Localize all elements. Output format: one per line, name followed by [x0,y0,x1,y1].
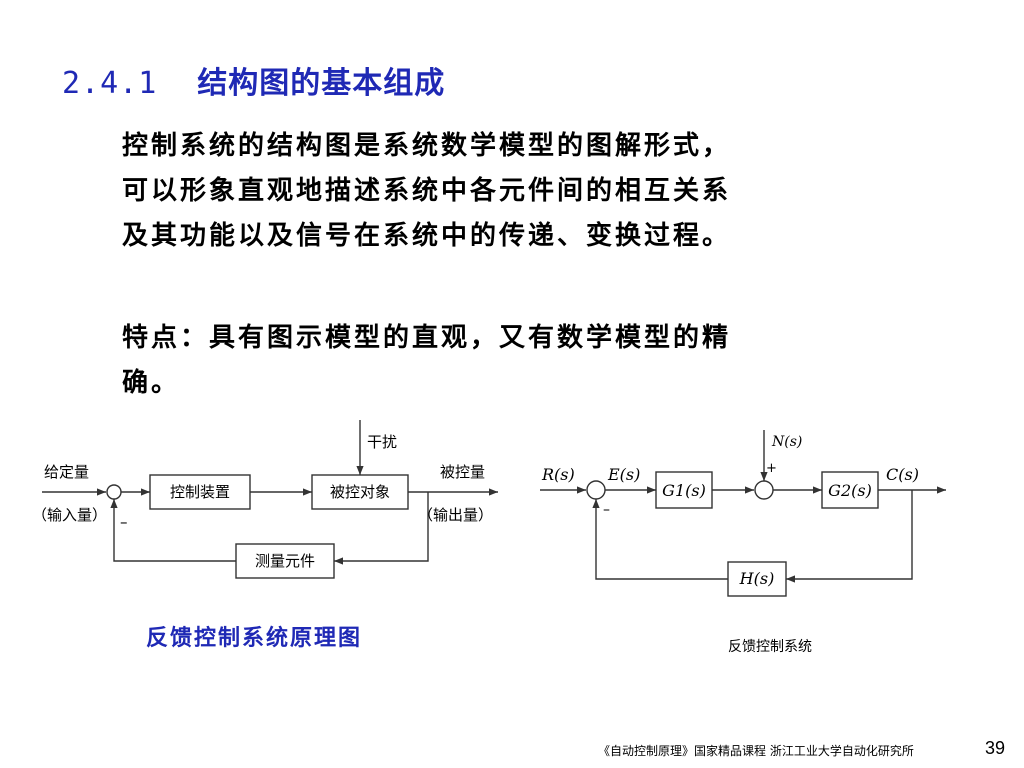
paragraph-line: 确。 [122,368,181,398]
summing-junction-2 [754,480,774,500]
paragraph-description: 控制系统的结构图是系统数学模型的图解形式， 可以形象直观地描述系统中各元件间的相… [122,124,731,259]
feedback-return [110,499,236,562]
feedback-sign: – [603,502,610,518]
transfer-function-diagram [540,430,946,597]
footer-course: 《自动控制原理》国家精品课程 浙江工业大学自动化研究所 [598,744,914,758]
controller-label: 控制装置 [170,483,230,501]
section-title: 结构图的基本组成 [197,66,446,101]
slide-title: 2.4.1 结构图的基本组成 [62,58,445,102]
caption-system: 反馈控制系统 [728,639,812,655]
paragraph-line: 特点：具有图示模型的直观，又有数学模型的精 [122,323,732,353]
plant-label: 被控对象 [330,483,390,501]
noise-sign: + [766,461,777,476]
paragraph-line: 及其功能以及信号在系统中的传递、变换过程。 [122,221,732,251]
output-label: 被控量 [440,463,485,481]
input-label: 给定量 [44,463,89,481]
paragraph-line: 可以形象直观地描述系统中各元件间的相互关系 [122,176,732,206]
page-number: 39 [985,738,1006,758]
output-sub-label: （输出量） [418,506,493,524]
principle-diagram [42,420,498,579]
error-symbol: E(s) [607,465,640,484]
paragraph-features: 特点：具有图示模型的直观，又有数学模型的精 确。 [122,316,731,406]
input-symbol: R(s) [541,465,575,484]
output-symbol: C(s) [886,465,919,484]
summing-junction [106,484,122,500]
caption-principle: 反馈控制系统原理图 [146,626,363,651]
feedback-return [592,499,728,580]
g2-label: G2(s) [828,481,872,500]
g1-label: G1(s) [662,481,706,500]
h-label: H(s) [739,569,775,588]
input-sub-label: （输入量） [32,506,107,524]
summing-junction-1 [586,480,606,500]
noise-symbol: N(s) [771,434,802,450]
disturbance-label: 干扰 [367,433,397,451]
feedback-line [334,492,429,565]
feedback-line [786,490,913,583]
feedback-sign: – [120,513,128,531]
sensor-label: 测量元件 [255,552,315,570]
section-number: 2.4.1 [62,66,158,101]
paragraph-line: 控制系统的结构图是系统数学模型的图解形式， [122,131,732,161]
